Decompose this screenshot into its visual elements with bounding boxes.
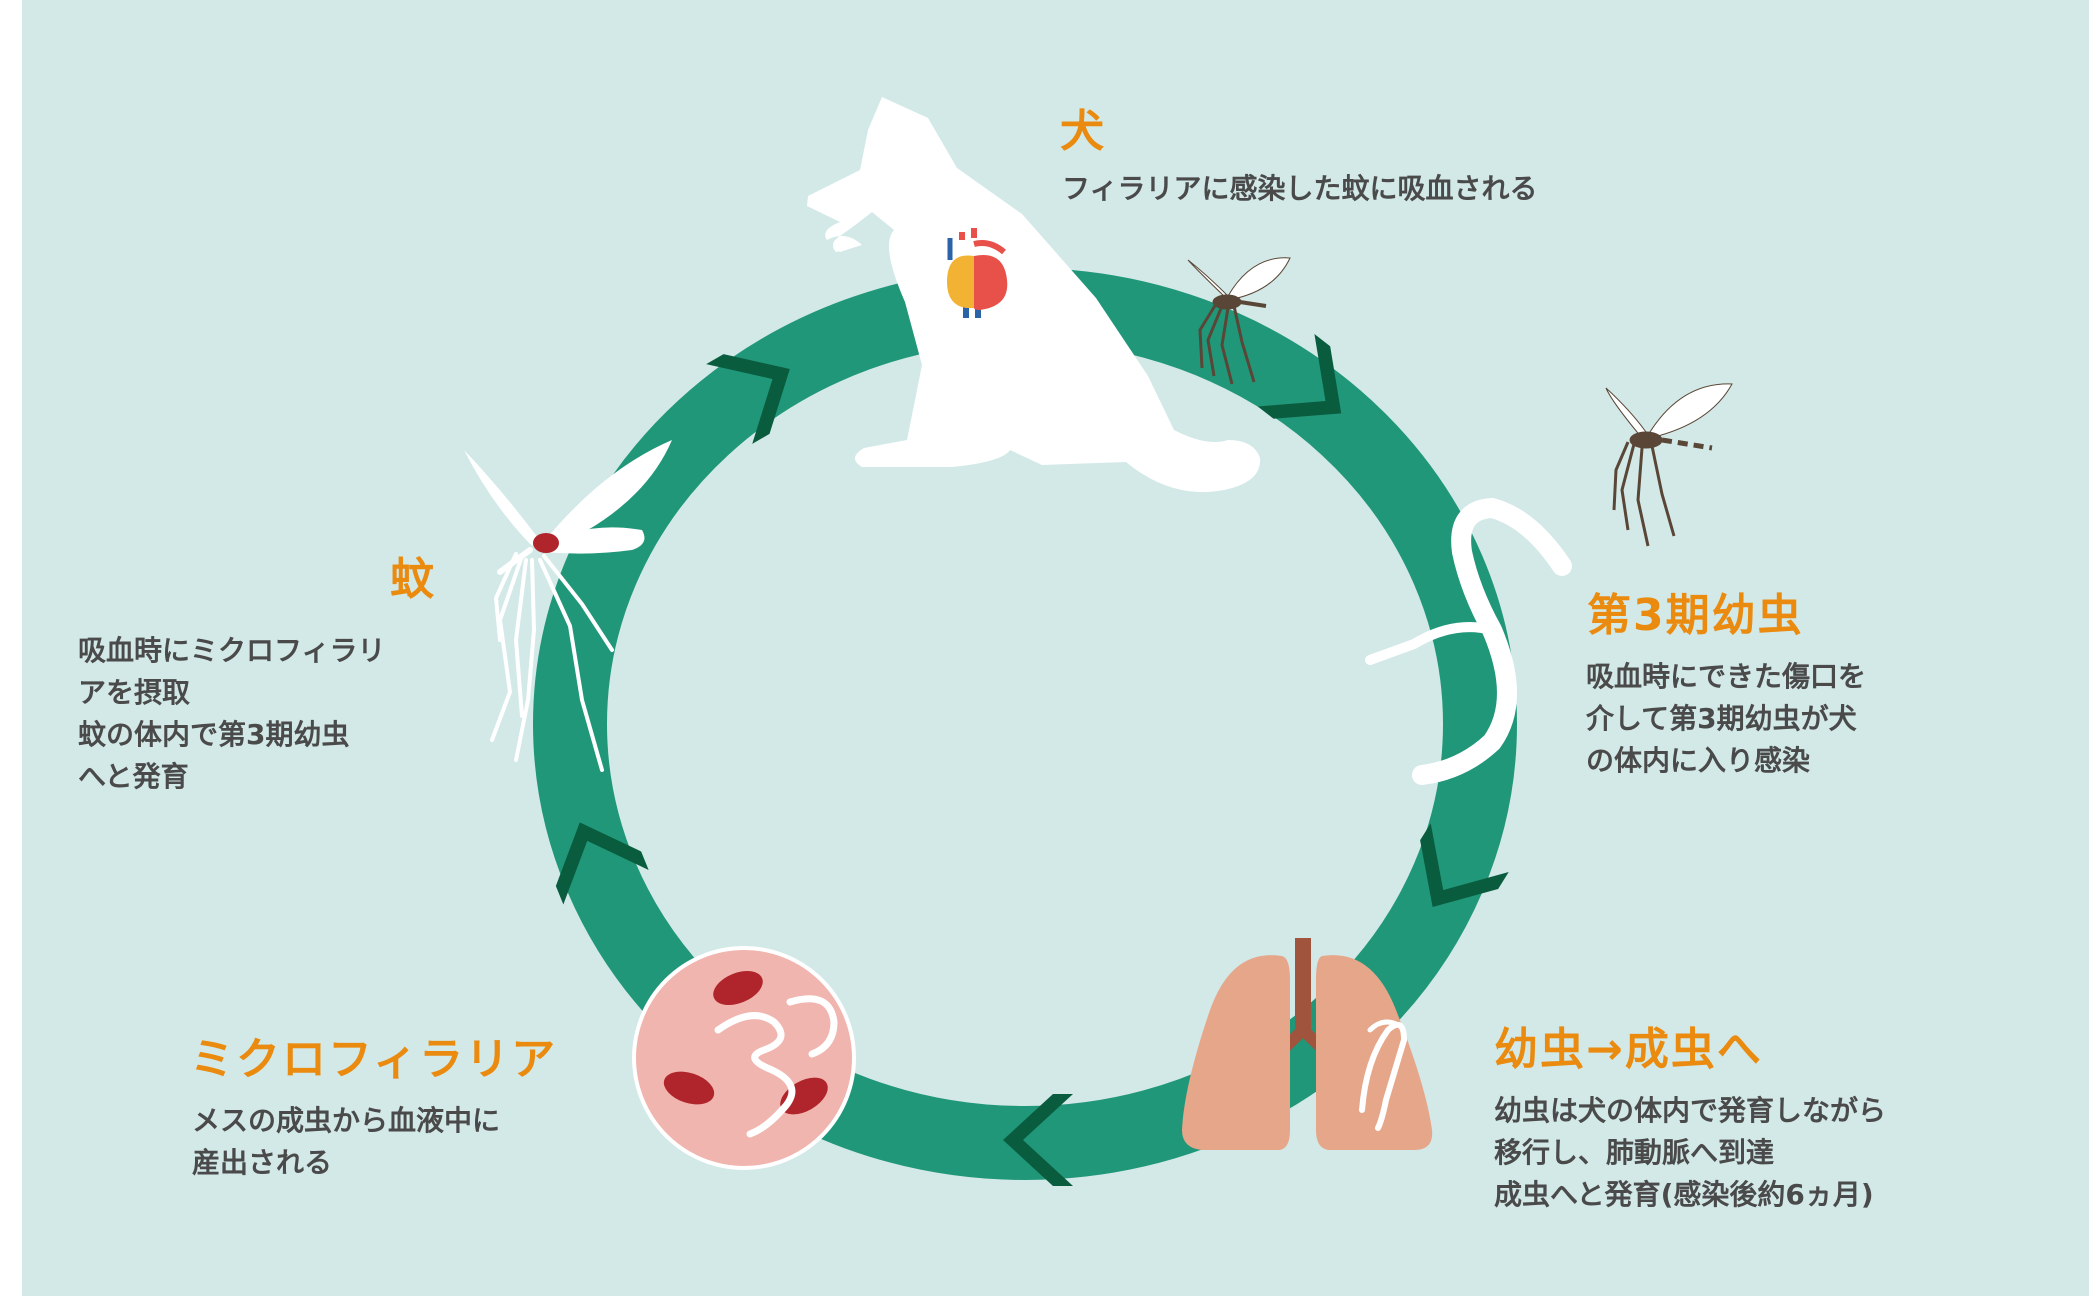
blood-sample-icon bbox=[632, 946, 856, 1170]
microfilaria-desc-line: 産出される bbox=[192, 1146, 333, 1179]
mosquito-stage-title: 蚊 bbox=[390, 554, 436, 605]
adult-desc-line: 幼虫は犬の体内で発育しながら bbox=[1494, 1094, 1887, 1127]
dog-with-heart-icon bbox=[807, 97, 1261, 493]
microfilaria-stage-title: ミクロフィラリア bbox=[190, 1034, 558, 1085]
adult-stage-description: 幼虫は犬の体内で発育しながら 移行し、肺動脈へ到達 成虫へと発育(感染後約6ヵ月… bbox=[1494, 1090, 1886, 1216]
adult-stage-title: 幼虫→成虫へ bbox=[1494, 1024, 1763, 1075]
mosquito-stage-description: 吸血時にミクロフィラリ アを摂取 蚊の体内で第3期幼虫 へと発育 bbox=[78, 630, 385, 798]
mosquito-desc-line: アを摂取 bbox=[78, 676, 191, 709]
lifecycle-illustration bbox=[464, 97, 1733, 1186]
dog-stage-description: フィラリアに感染した蚊に吸血される bbox=[1062, 168, 1537, 210]
adult-desc-line: 移行し、肺動脈へ到達 bbox=[1494, 1136, 1775, 1169]
mosquito-desc-line: 吸血時にミクロフィラリ bbox=[78, 634, 386, 667]
larva-stage-description: 吸血時にできた傷口を 介して第3期幼虫が犬 の体内に入り感染 bbox=[1586, 656, 1866, 782]
adult-desc-line: 成虫へと発育(感染後約6ヵ月) bbox=[1494, 1178, 1874, 1211]
larva-stage-title: 第3期幼虫 bbox=[1587, 590, 1804, 641]
microfilaria-stage-description: メスの成虫から血液中に 産出される bbox=[192, 1100, 500, 1184]
lungs-icon bbox=[1182, 938, 1433, 1150]
larva-worm-icon bbox=[1365, 497, 1572, 785]
dog-stage-title: 犬 bbox=[1060, 106, 1106, 157]
mosquito-right-icon bbox=[1605, 383, 1733, 547]
mosquito-desc-line: へと発育 bbox=[78, 760, 189, 793]
diagram-panel: 犬 フィラリアに感染した蚊に吸血される 第3期幼虫 吸血時にできた傷口を 介して… bbox=[22, 0, 2089, 1296]
mosquito-desc-line: 蚊の体内で第3期幼虫 bbox=[78, 718, 350, 751]
mosquito-icon bbox=[464, 440, 672, 772]
dog-desc-line: フィラリアに感染した蚊に吸血される bbox=[1062, 172, 1538, 205]
larva-desc-line: 介して第3期幼虫が犬 bbox=[1586, 702, 1857, 735]
larva-desc-line: の体内に入り感染 bbox=[1586, 744, 1811, 777]
mosquito-small-icon bbox=[1187, 257, 1291, 385]
microfilaria-desc-line: メスの成虫から血液中に bbox=[192, 1104, 501, 1137]
larva-desc-line: 吸血時にできた傷口を bbox=[1586, 660, 1867, 693]
